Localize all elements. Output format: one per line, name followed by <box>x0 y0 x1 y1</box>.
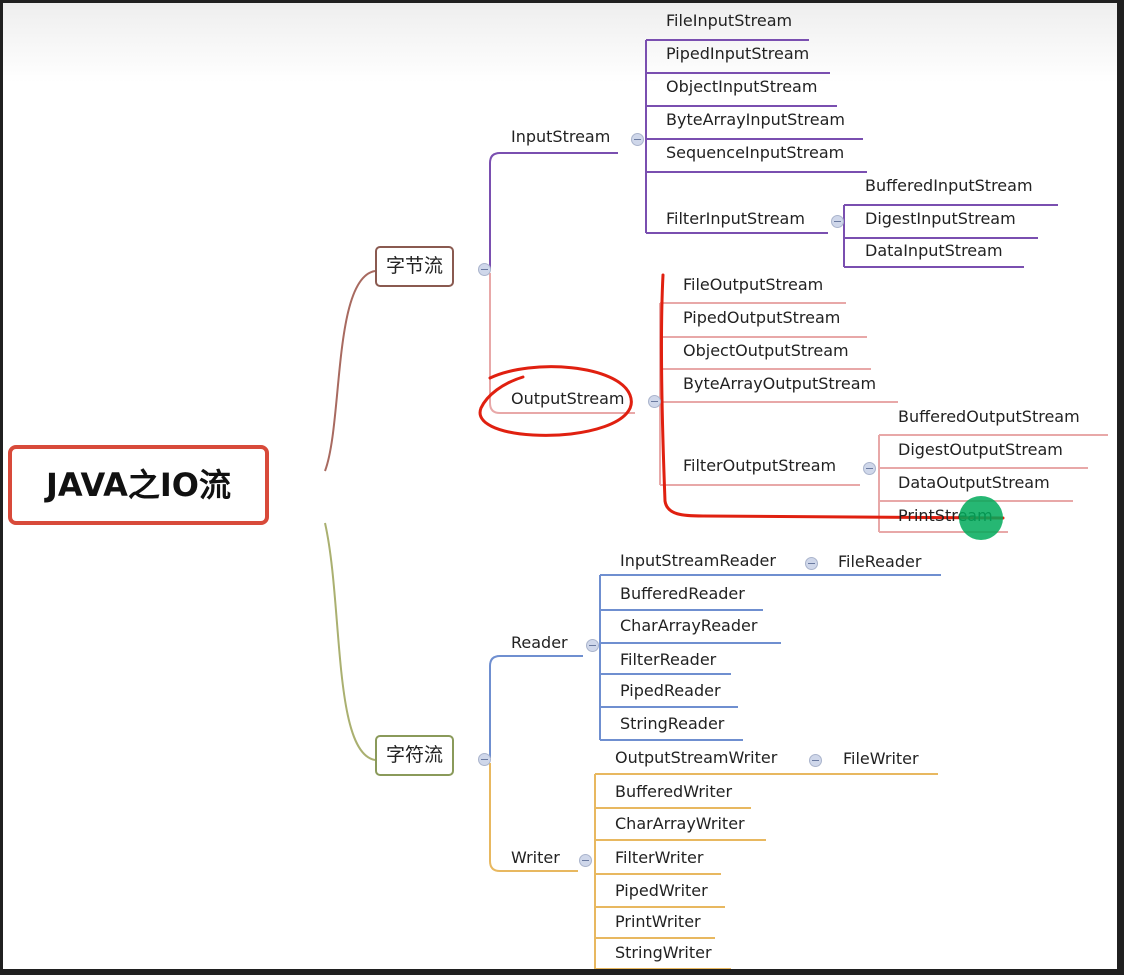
writer-node[interactable]: Writer <box>511 848 560 867</box>
leaf-bufferedinputstream[interactable]: BufferedInputStream <box>865 176 1033 195</box>
leaf-stringreader[interactable]: StringReader <box>620 714 725 733</box>
leaf-pipedinputstream[interactable]: PipedInputStream <box>666 44 810 63</box>
collapse-icon[interactable] <box>863 462 876 475</box>
mindmap-canvas: JAVA之IO流 字节流 InputStream FileInputStream… <box>3 3 1117 969</box>
leaf-filterwriter[interactable]: FilterWriter <box>615 848 704 867</box>
leaf-pipedwriter[interactable]: PipedWriter <box>615 881 708 900</box>
collapse-icon[interactable] <box>631 133 644 146</box>
leaf-chararrayreader[interactable]: CharArrayReader <box>620 616 758 635</box>
leaf-objectoutputstream[interactable]: ObjectOutputStream <box>683 341 849 360</box>
outputstream-node[interactable]: OutputStream <box>511 389 625 408</box>
edge-root-char <box>324 522 376 761</box>
inputstream-node[interactable]: InputStream <box>511 127 611 146</box>
edge-byte-output <box>489 273 635 414</box>
collapse-icon[interactable] <box>809 754 822 767</box>
leaf-pipedoutputstream[interactable]: PipedOutputStream <box>683 308 841 327</box>
top-fade <box>3 3 1117 83</box>
leaf-bytearrayoutputstream[interactable]: ByteArrayOutputStream <box>683 374 877 393</box>
edge-root-byte <box>324 270 376 472</box>
edge-input-rows <box>646 39 867 234</box>
highlight-cursor-dot <box>959 496 1003 540</box>
leaf-filterreader[interactable]: FilterReader <box>620 650 717 669</box>
leaf-fileoutputstream[interactable]: FileOutputStream <box>683 275 824 294</box>
collapse-icon[interactable] <box>831 215 844 228</box>
edge-reader-rows <box>600 574 941 741</box>
edge-writer-rows <box>595 773 938 969</box>
edge-char-writer <box>489 763 578 872</box>
outputstreamwriter-node[interactable]: OutputStreamWriter <box>615 748 778 767</box>
leaf-stringwriter[interactable]: StringWriter <box>615 943 712 962</box>
collapse-icon[interactable] <box>579 854 592 867</box>
leaf-filereader[interactable]: FileReader <box>838 552 922 571</box>
collapse-icon[interactable] <box>478 753 491 766</box>
leaf-bufferedoutputstream[interactable]: BufferedOutputStream <box>898 407 1080 426</box>
filteroutputstream-node[interactable]: FilterOutputStream <box>683 456 837 475</box>
leaf-printwriter[interactable]: PrintWriter <box>615 912 701 931</box>
leaf-pipedreader[interactable]: PipedReader <box>620 681 721 700</box>
root-node[interactable]: JAVA之IO流 <box>8 445 269 525</box>
leaf-bufferedreader[interactable]: BufferedReader <box>620 584 745 603</box>
leaf-digestinputstream[interactable]: DigestInputStream <box>865 209 1016 228</box>
edge-char-reader <box>489 655 583 758</box>
leaf-sequenceinputstream[interactable]: SequenceInputStream <box>666 143 845 162</box>
edge-fis-rows <box>844 204 1058 268</box>
reader-node[interactable]: Reader <box>511 633 568 652</box>
filterinputstream-node[interactable]: FilterInputStream <box>666 209 805 228</box>
collapse-icon[interactable] <box>478 263 491 276</box>
collapse-icon[interactable] <box>805 557 818 570</box>
leaf-datainputstream[interactable]: DataInputStream <box>865 241 1003 260</box>
leaf-chararraywriter[interactable]: CharArrayWriter <box>615 814 745 833</box>
byte-stream-node[interactable]: 字节流 <box>375 246 455 287</box>
inputstreamreader-node[interactable]: InputStreamReader <box>620 551 776 570</box>
edge-fos-rows <box>879 434 1108 533</box>
leaf-filewriter[interactable]: FileWriter <box>843 749 919 768</box>
connector-lines <box>324 39 1108 969</box>
leaf-bytearrayinputstream[interactable]: ByteArrayInputStream <box>666 110 845 129</box>
edge-output-rows <box>660 302 898 486</box>
leaf-objectinputstream[interactable]: ObjectInputStream <box>666 77 818 96</box>
leaf-dataoutputstream[interactable]: DataOutputStream <box>898 473 1050 492</box>
char-stream-node[interactable]: 字符流 <box>375 735 455 776</box>
collapse-icon[interactable] <box>586 639 599 652</box>
edge-byte-input <box>489 152 618 269</box>
annotation-circle-outputstream <box>478 365 633 437</box>
leaf-bufferedwriter[interactable]: BufferedWriter <box>615 782 733 801</box>
annotation-bracket-output <box>660 273 1005 520</box>
leaf-fileinputstream[interactable]: FileInputStream <box>666 11 793 30</box>
collapse-icon[interactable] <box>648 395 661 408</box>
leaf-digestoutputstream[interactable]: DigestOutputStream <box>898 440 1063 459</box>
